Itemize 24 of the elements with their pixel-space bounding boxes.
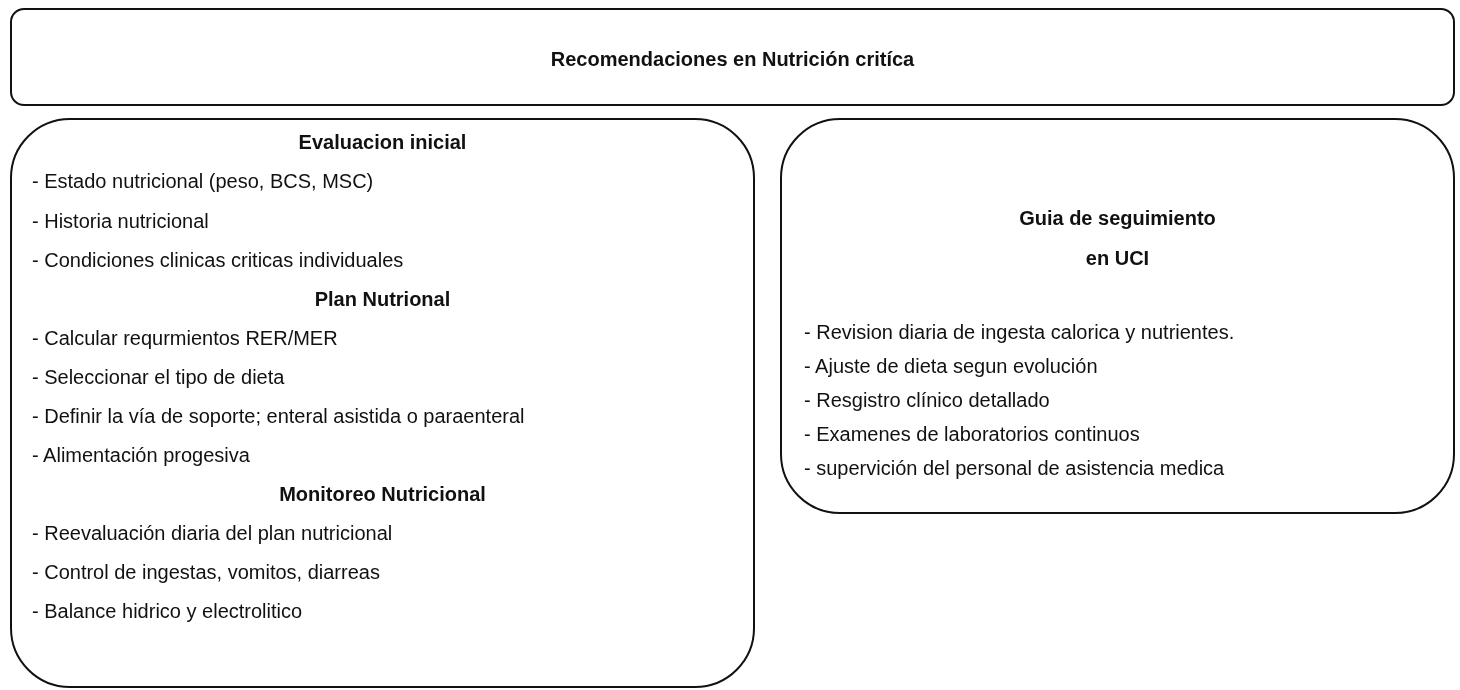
section-heading: Plan Nutrional xyxy=(314,288,451,310)
list-item: - Balance hidrico y electrolitico xyxy=(32,599,303,623)
list-item: - Definir la vía de soporte; enteral asistida o paraenteral xyxy=(32,404,525,428)
title-box xyxy=(10,8,1455,106)
title-text: Recomendaciones en Nutrición critíca xyxy=(550,48,915,70)
list-item: - Seleccionar el tipo de dieta xyxy=(32,365,285,389)
list-item: - Resgistro clínico detallado xyxy=(804,388,1050,412)
list-item: - supervición del personal de asistencia medica xyxy=(804,456,1225,480)
section-heading: Guia de seguimiento xyxy=(1019,207,1216,229)
list-item: - Condiciones clinicas criticas individuales xyxy=(32,248,404,272)
list-item: - Reevaluación diaria del plan nutricional xyxy=(32,521,393,545)
list-item: - Examenes de laboratorios continuos xyxy=(804,422,1140,446)
section-heading: en UCI xyxy=(1085,247,1150,269)
list-item: - Calcular requrmientos RER/MER xyxy=(32,326,338,350)
rounded-panel xyxy=(780,118,1455,514)
list-item: - Revision diaria de ingesta calorica y nutrientes. xyxy=(804,320,1235,344)
list-item: - Ajuste de dieta segun evolución xyxy=(804,354,1098,378)
list-item: - Control de ingestas, vomitos, diarreas xyxy=(32,560,380,584)
rounded-panel xyxy=(10,118,755,688)
list-item: - Historia nutricional xyxy=(32,209,209,233)
list-item: - Alimentación progesiva xyxy=(32,443,250,467)
section-heading: Monitoreo Nutricional xyxy=(279,483,486,505)
list-item: - Estado nutricional (peso, BCS, MSC) xyxy=(32,169,374,193)
section-heading: Evaluacion inicial xyxy=(298,131,467,153)
